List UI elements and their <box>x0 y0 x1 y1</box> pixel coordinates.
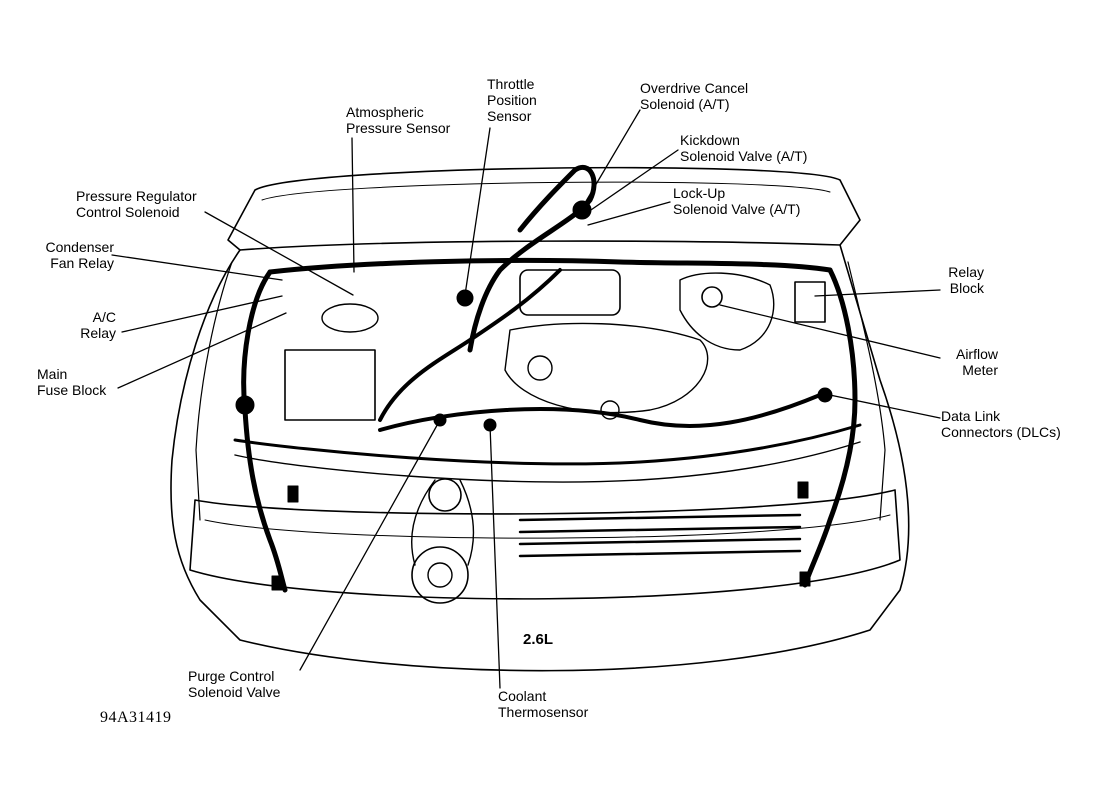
radiator-support <box>233 423 862 466</box>
leader-atmospheric <box>351 137 355 273</box>
harness-front <box>378 393 822 432</box>
fuse-block-connector <box>235 395 255 415</box>
callout-atmospheric-pressure-sensor: Atmospheric Pressure Sensor <box>346 104 451 136</box>
leader-kickdown <box>587 149 679 213</box>
leader-coolant <box>489 424 501 689</box>
right-lower-connector <box>799 571 811 587</box>
leader-main-fuse <box>117 312 287 389</box>
callout-relay-block: Relay Block <box>948 264 984 296</box>
callout-data-link-connectors: Data Link Connectors (DLCs) <box>941 408 1061 440</box>
callout-purge-control-solenoid-valve: Purge Control Solenoid Valve <box>188 668 281 700</box>
callout-overdrive-cancel-solenoid: Overdrive Cancel Solenoid (A/T) <box>640 80 749 112</box>
front-bumper <box>189 489 901 600</box>
leader-condenser <box>111 254 283 281</box>
callout-coolant-thermosensor: Coolant Thermosensor <box>498 688 589 720</box>
intake-fitting <box>600 400 620 420</box>
leader-ac-relay <box>121 295 283 333</box>
engine-size-label: 2.6L <box>523 631 554 648</box>
crank-pulley <box>411 546 469 604</box>
callout-throttle-position-sensor: Throttle Position Sensor <box>487 76 537 124</box>
battery <box>284 349 376 421</box>
oil-cap <box>527 355 553 381</box>
callout-airflow-meter: Airflow Meter <box>955 346 998 378</box>
crank-pulley-hub <box>427 562 453 588</box>
leader-lines <box>111 109 941 689</box>
callout-kickdown-solenoid-valve: Kickdown Solenoid Valve (A/T) <box>680 132 808 164</box>
air-duct <box>679 272 775 351</box>
relay-block-box <box>794 281 826 323</box>
leader-relay-block <box>814 289 941 297</box>
harness-right <box>802 267 858 588</box>
body-outline <box>170 244 910 672</box>
grille <box>518 513 802 558</box>
leader-airflow <box>719 304 941 359</box>
harness-left <box>241 269 288 593</box>
left-connector <box>287 485 299 503</box>
leader-dlc <box>824 393 941 419</box>
hood-inner-edge <box>261 181 831 201</box>
leader-pressure-reg <box>204 211 354 296</box>
harness-top <box>267 257 833 275</box>
callout-main-fuse-block: Main Fuse Block <box>37 366 107 398</box>
leader-throttle <box>464 127 491 296</box>
airflow-meter-body <box>701 286 723 308</box>
tps-connector <box>456 289 474 307</box>
callout-lock-up-solenoid-valve: Lock-Up Solenoid Valve (A/T) <box>673 185 801 217</box>
intake-plenum <box>504 322 709 414</box>
leader-lockup <box>587 201 671 226</box>
bumper-crease <box>204 514 891 539</box>
solenoid-cluster <box>572 200 592 220</box>
master-cylinder <box>321 303 379 333</box>
radiator-support-lower <box>234 441 861 483</box>
right-connector <box>797 481 809 499</box>
left-lower-connector <box>271 575 283 591</box>
drive-belt <box>411 479 475 566</box>
callout-condenser-fan-relay: Condenser Fan Relay <box>45 239 115 271</box>
air-cleaner <box>519 269 621 316</box>
right-fender-line <box>847 261 886 521</box>
callout-pressure-regulator-control-solenoid: Pressure Regulator Control Solenoid <box>76 188 197 220</box>
alternator-pulley <box>428 478 462 512</box>
leader-purge <box>299 419 441 671</box>
callout-ac-relay: A/C Relay <box>80 309 116 341</box>
leader-overdrive <box>581 109 641 209</box>
figure-code: 94A31419 <box>100 709 172 726</box>
left-fender-line <box>195 261 233 521</box>
